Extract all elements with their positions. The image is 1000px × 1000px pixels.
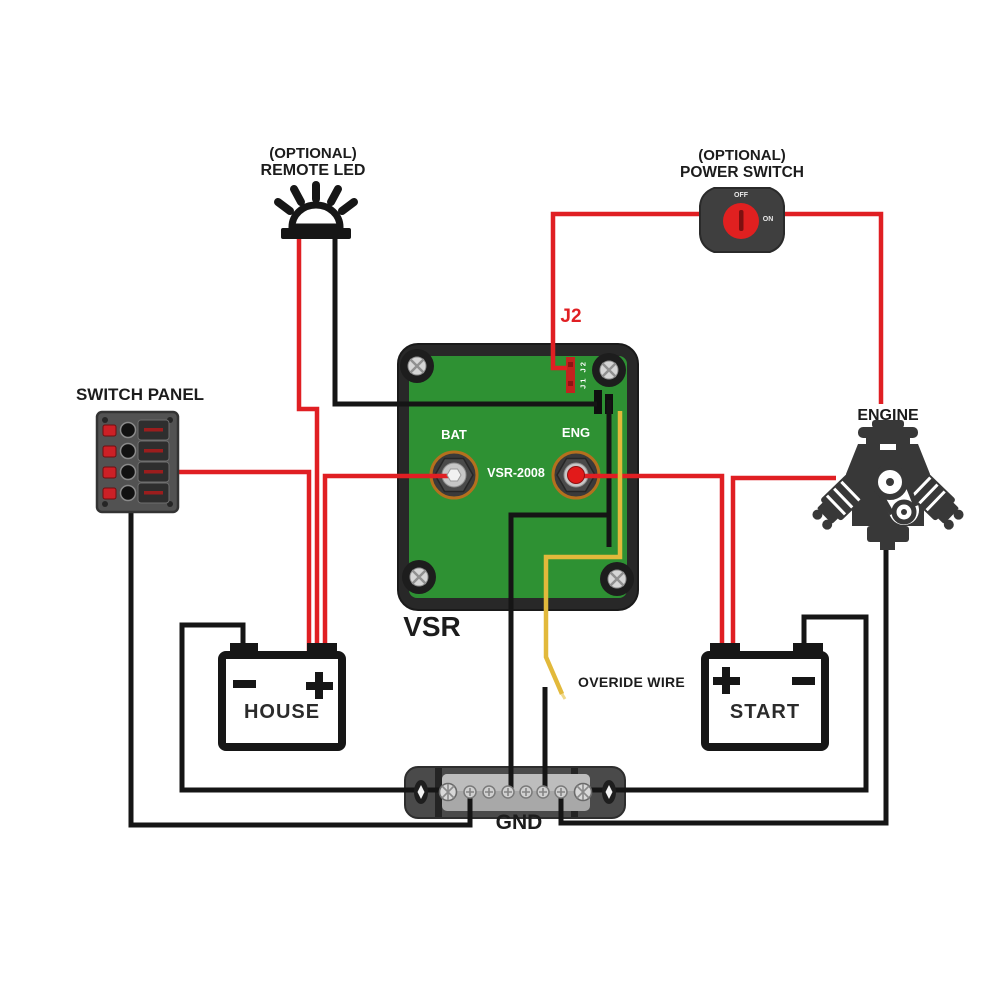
j1-j2-connector <box>566 357 575 393</box>
remote-led-icon <box>274 181 358 239</box>
vsr-pin <box>594 390 602 414</box>
remote-led-caption-1: (OPTIONAL) <box>269 145 357 162</box>
wire-house-neg-to-gnd <box>179 622 447 793</box>
vsr-corner-screws <box>400 349 634 596</box>
bat-terminal-label: BAT <box>441 427 467 442</box>
start-battery-label: START <box>729 701 801 723</box>
wire-led-ground <box>332 231 597 407</box>
wire-bat-to-house <box>322 473 454 652</box>
gnd-label: GND <box>495 811 543 834</box>
connector-pin-slot <box>568 362 573 367</box>
engine-icon <box>812 420 964 550</box>
eng-terminal-stud <box>567 466 585 484</box>
connector-pin-slot <box>568 381 573 386</box>
wire-switch-to-j2 <box>550 211 701 371</box>
start-negative-symbol <box>792 677 815 685</box>
house-battery-body <box>218 651 346 751</box>
wire-start-neg-to-gnd <box>584 614 869 793</box>
switch-on-label: ON <box>762 216 774 223</box>
start-positive-symbol-v <box>722 667 730 694</box>
j2-wire-label: J2 <box>560 306 582 327</box>
connector-label: J1 J2 <box>578 360 588 389</box>
panel-rows <box>102 419 170 504</box>
wire-panel-to-house <box>178 469 312 652</box>
wires <box>128 211 889 828</box>
override-wire-label: OVERIDE WIRE <box>578 674 686 690</box>
ground-bus-screws <box>414 780 616 804</box>
house-battery <box>218 643 346 751</box>
bat-terminal-stud <box>446 468 462 482</box>
wire-panel-to-gnd <box>128 510 473 828</box>
wire-engine-to-gnd <box>558 546 889 826</box>
start-battery <box>701 643 829 751</box>
ground-bus <box>404 766 626 819</box>
power-switch-caption-1: (OPTIONAL) <box>698 147 786 164</box>
wire-led-positive <box>296 231 320 652</box>
wire-vsr-to-gnd <box>508 512 609 792</box>
switch-off-label: OFF <box>734 192 748 199</box>
house-battery-label: HOUSE <box>243 701 321 723</box>
vsr-module <box>397 343 639 611</box>
switch-panel-label: SWITCH PANEL <box>75 385 205 404</box>
house-positive-symbol-v <box>315 672 323 699</box>
wire-switch-to-engine <box>783 211 884 404</box>
power-switch-caption-2: POWER SWITCH <box>680 164 804 181</box>
vsr-module-label: VSR <box>403 611 461 642</box>
wire-eng-to-start <box>576 473 725 650</box>
wire-engine-to-start <box>730 475 836 650</box>
wire-override-tip <box>560 693 567 700</box>
house-negative-symbol <box>233 680 256 688</box>
eng-terminal-label: ENG <box>561 425 591 440</box>
vsr-model-label: VSR-2008 <box>487 466 545 480</box>
switch-panel-icon <box>95 410 180 514</box>
vsr-pcb <box>409 356 627 598</box>
power-switch-icon <box>699 187 785 253</box>
wire-override-yellow <box>543 411 623 695</box>
engine-label: ENGINE <box>857 407 919 424</box>
remote-led-caption-2: REMOTE LED <box>260 162 366 179</box>
